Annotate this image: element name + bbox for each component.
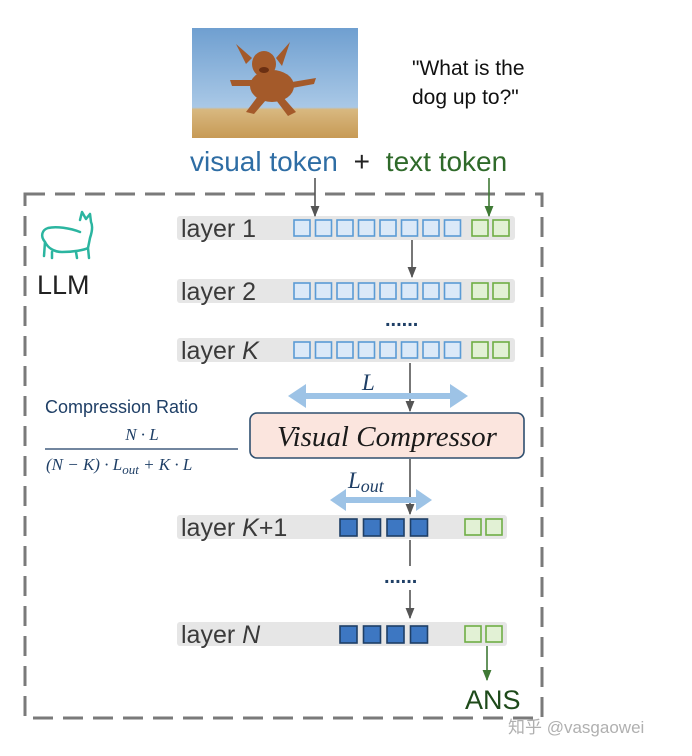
length-L-arrow-right-head [450,384,468,408]
visual-token [314,282,333,300]
visual-token [293,341,311,359]
compressed-visual-token [362,625,382,644]
text-flow-arrows [482,178,494,682]
text-token [492,341,510,359]
compressed-visual-token [409,625,429,644]
text-token [485,625,503,643]
text-token [485,518,503,536]
visual-token [293,282,311,300]
visual-token [379,219,397,237]
denominator-subscript: out [122,462,139,477]
layer-label-prefix: layer [181,337,242,365]
layer-label: layer N [181,621,261,649]
length-Lout-label: Lout [347,468,385,496]
layer-label-index: K [242,514,260,542]
visual-compressor-label: Visual Compressor [277,421,498,453]
visual-token [357,341,376,359]
visual-token [293,219,311,237]
visual-token [422,282,440,300]
visual-token [400,341,419,359]
compressed-visual-token [362,518,382,537]
length-Lout-arrow-right-head [416,489,432,511]
dog-photo [192,28,358,138]
compressed-visual-token [386,625,405,644]
ellipsis-lower: ...... [384,566,417,588]
layer-label-prefix: layer [181,621,242,649]
visual-token [443,219,462,237]
visual-token [443,282,462,300]
visual-token [336,341,354,359]
compression-ratio-denominator: (N − K) · Lout + K · L [46,455,192,477]
length-Lout-subscript: out [361,476,385,496]
layer-row: layer K+1 [177,514,507,542]
compression-ratio-numerator: N · L [124,425,159,444]
visual-token [336,282,354,300]
flow-arrows [310,178,417,620]
visual-token [357,282,376,300]
denominator-head: (N − K) · L [46,455,122,474]
compressed-visual-token [339,518,358,537]
layer-label-prefix: layer [181,215,242,243]
layer-row: layer K [177,337,515,365]
layer-label-index: N [242,621,261,649]
layer-label-index: 1 [242,215,256,243]
visual-token [314,219,333,237]
layer-label-suffix: +1 [259,514,288,542]
compression-ratio-title: Compression Ratio [45,397,198,417]
length-L-label: L [361,370,375,395]
visual-token [336,219,354,237]
visual-token-label: visual token [190,146,338,177]
visual-token [314,341,333,359]
compressed-visual-token [386,518,405,537]
watermark: 知乎 @vasgaowei [508,718,644,737]
llm-label: LLM [37,270,90,300]
text-token [492,282,510,300]
length-Lout-base: L [347,468,361,493]
layer-row: layer N [177,621,507,649]
length-Lout-arrow-left-head [330,489,346,511]
text-token [471,219,489,237]
visual-token [443,341,462,359]
text-token-label: text token [386,146,507,177]
length-L-arrow-left-head [288,384,306,408]
visual-token [400,282,419,300]
layer-label-index: 2 [242,278,256,306]
compressed-visual-token [409,518,429,537]
layer-label: layer 2 [181,278,256,306]
text-token [471,341,489,359]
layer-label-prefix: layer [181,514,242,542]
layer-label-index: K [242,337,260,365]
text-token [471,282,489,300]
ellipsis-upper: ...... [385,309,418,331]
visual-token [379,341,397,359]
layer-label: layer K+1 [181,514,287,542]
llama-icon [40,210,94,260]
denominator-tail: + K · L [139,455,193,474]
visual-compressor-box [249,412,525,459]
compressed-visual-token [339,625,358,644]
layer-row: layer 1 [177,215,515,243]
layer-row: layer 2 [177,278,515,306]
text-token [464,518,482,536]
visual-token [422,219,440,237]
answer-label: ANS [465,685,521,715]
visual-token [357,219,376,237]
visual-token [400,219,419,237]
layer-label: layer 1 [181,215,256,243]
visual-token [379,282,397,300]
layer-label-prefix: layer [181,278,242,306]
question-line-1: "What is the [412,57,525,80]
text-token [464,625,482,643]
plus-sign: + [354,146,370,177]
token-header: visual token + text token [190,146,507,177]
text-token [492,219,510,237]
visual-token [422,341,440,359]
question-line-2: dog up to?" [412,86,519,109]
llm-frame [23,192,544,720]
layer-label: layer K [181,337,260,365]
